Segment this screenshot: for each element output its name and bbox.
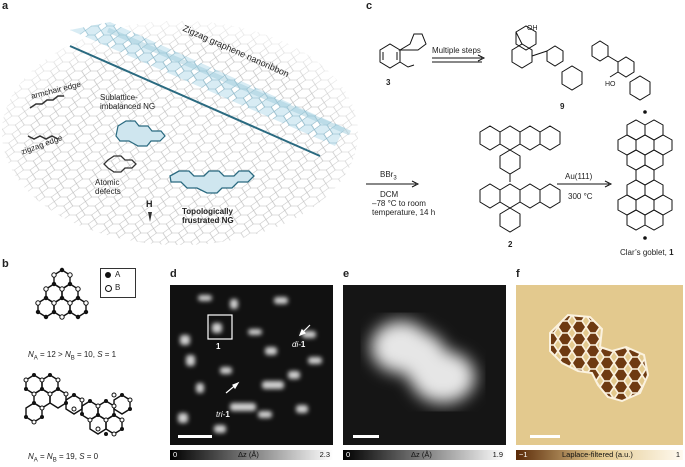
molecule-box bbox=[207, 314, 233, 340]
colorbar-f: −1 Laplace-filtered (a.u.) 1 bbox=[516, 450, 683, 460]
eq2-s-end: = 0 bbox=[84, 452, 99, 461]
armchair-edge-line bbox=[29, 95, 64, 109]
tri-molecule-label: tri-1 bbox=[216, 410, 230, 419]
panel-a-letter: a bbox=[2, 0, 9, 12]
sublattice-imbalanced-ng bbox=[115, 120, 166, 147]
legend-a-dot bbox=[105, 272, 111, 278]
eq2-na: N bbox=[28, 452, 34, 461]
legend-b-label: B bbox=[115, 283, 121, 292]
cbar-f-min: −1 bbox=[519, 450, 528, 459]
sublattice-legend: A B bbox=[100, 268, 136, 298]
legend-b-dot bbox=[105, 285, 112, 292]
cbar-f-max: 1 bbox=[675, 450, 680, 459]
clar-goblet-label: Clar’s goblet, 1 bbox=[620, 248, 674, 257]
eq1-nb: N bbox=[64, 350, 71, 359]
colorbar-d: 0 Δz (Å) 2.3 bbox=[170, 450, 333, 460]
cbar-e-min: 0 bbox=[346, 450, 351, 459]
reagent-bbr-sub: 3 bbox=[393, 175, 397, 182]
panel-c-letter: c bbox=[366, 0, 373, 12]
tri-num: 1 bbox=[225, 410, 230, 419]
panel-e-letter: e bbox=[343, 268, 350, 280]
laplace-filtered-image bbox=[516, 285, 683, 445]
cbar-f-mid: Laplace-filtered (a.u.) bbox=[562, 450, 633, 459]
legend-a-label: A bbox=[115, 270, 121, 279]
clar-goblet-text: Clar’s goblet, bbox=[620, 248, 670, 257]
reagent-bbr3: BBr3 bbox=[380, 170, 397, 184]
reagent-dcm: DCM bbox=[380, 190, 399, 199]
atomic-defect-shape bbox=[103, 155, 137, 173]
cbar-e-mid: Δz (Å) bbox=[411, 450, 432, 459]
topo-frustrated-label-2: frustrated NG bbox=[182, 216, 234, 225]
scale-bar-e bbox=[353, 435, 379, 438]
multiple-steps-label: Multiple steps bbox=[432, 46, 481, 55]
tri-prefix: tri- bbox=[216, 410, 226, 419]
triangulene-structure bbox=[35, 267, 89, 320]
compound-2-label: 2 bbox=[508, 240, 513, 249]
clar-goblet-lattice-structure bbox=[23, 373, 133, 437]
zigzag-edge-line bbox=[27, 135, 59, 140]
atomic-defects-label-1: Atomic bbox=[95, 178, 120, 187]
ho-label: HO bbox=[605, 81, 616, 88]
eq2-mid: = bbox=[37, 452, 47, 461]
sublattice-label-2: imbalanced NG bbox=[100, 102, 156, 111]
hydrogen-label: H bbox=[146, 199, 153, 209]
eq1-na-sub: A bbox=[33, 355, 38, 362]
colorbar-e: 0 Δz (Å) 1.9 bbox=[343, 450, 506, 460]
eq1-s-end: = 1 bbox=[102, 350, 117, 359]
cbar-d-min: 0 bbox=[173, 450, 178, 459]
cbar-d-mid: Δz (Å) bbox=[238, 450, 259, 459]
clar-goblet-num: 1 bbox=[669, 248, 674, 257]
au111-label: Au(111) bbox=[565, 172, 593, 181]
stm-closeup-image bbox=[343, 285, 506, 445]
di-num: 1 bbox=[300, 340, 306, 349]
stm-overview-image bbox=[170, 285, 333, 445]
topologically-frustrated-ng bbox=[169, 170, 255, 194]
eq1-end: = 10, bbox=[74, 350, 98, 359]
eq2-s: S bbox=[79, 452, 85, 461]
scale-bar-d bbox=[178, 435, 212, 438]
eq2-nb-sub: B bbox=[52, 457, 57, 464]
eq1-mid: = 12 > bbox=[37, 350, 65, 359]
sublattice-label-1: Sublattice- bbox=[100, 93, 138, 102]
panel-f-letter: f bbox=[516, 268, 520, 280]
oh-label: OH bbox=[527, 25, 538, 32]
eq1-nb-sub: B bbox=[70, 355, 75, 362]
zigzag-ribbon bbox=[70, 22, 345, 146]
panel-b-letter: b bbox=[2, 258, 9, 270]
di-molecule-label: di-1 bbox=[292, 340, 305, 349]
box-molecule-label: 1 bbox=[216, 342, 221, 351]
eq2-nb: N bbox=[46, 452, 53, 461]
compound-9-label: 9 bbox=[560, 102, 565, 111]
eq2-end: = 19, bbox=[56, 452, 80, 461]
goblet-shape-f bbox=[549, 313, 650, 403]
synthesis-scheme bbox=[366, 25, 673, 240]
scale-bar-f bbox=[530, 435, 560, 438]
goblet-equation: NA = NB = 19, S = 0 bbox=[28, 452, 98, 466]
graphene-lattice-illustration bbox=[2, 21, 358, 245]
reagent-temp-2: temperature, 14 h bbox=[372, 208, 436, 217]
topo-frustrated-label-1: Topologically bbox=[182, 207, 233, 216]
di-prefix: di- bbox=[292, 340, 301, 349]
eq1-s: S bbox=[97, 350, 103, 359]
cbar-d-max: 2.3 bbox=[319, 450, 330, 459]
panel-d-letter: d bbox=[170, 268, 177, 280]
temp-300-label: 300 °C bbox=[568, 192, 593, 201]
reagent-temp-1: –78 °C to room bbox=[372, 199, 426, 208]
eq1-na: N bbox=[28, 350, 34, 359]
eq2-na-sub: A bbox=[33, 457, 38, 464]
compound-3-label: 3 bbox=[386, 78, 391, 87]
cbar-e-max: 1.9 bbox=[492, 450, 503, 459]
triangulene-equation: NA = 12 > NB = 10, S = 1 bbox=[28, 350, 116, 364]
atomic-defects-label-2: defects bbox=[95, 187, 121, 196]
reagent-bbr: BBr bbox=[380, 170, 394, 179]
